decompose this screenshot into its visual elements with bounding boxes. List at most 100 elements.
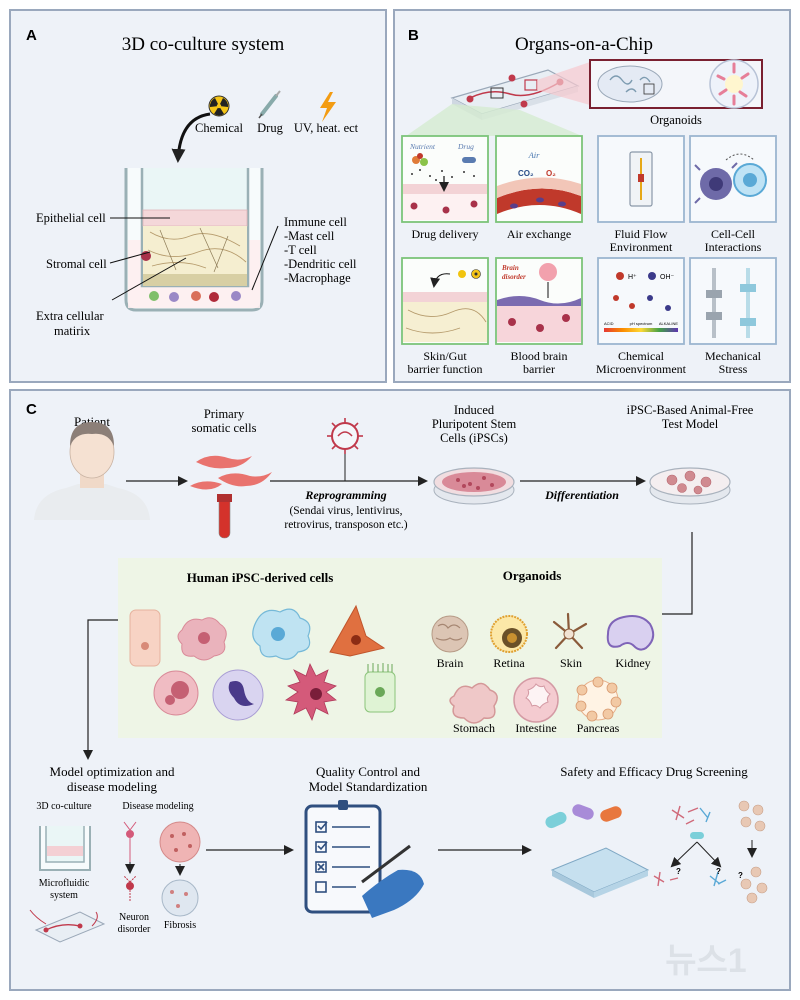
- organoids-label: Organoids: [650, 113, 702, 127]
- well-plate: [550, 847, 650, 898]
- ipsc-label-line1: Induced: [454, 403, 495, 417]
- differentiation-label: Differentiation: [544, 488, 619, 502]
- chemical-ph: pH spectrum: [630, 321, 653, 326]
- panel-b-title: Organs-on-a-Chip: [515, 34, 653, 55]
- label-mast-cell: -Mast cell: [284, 229, 335, 243]
- bbb-caption-line2: barrier: [523, 362, 555, 376]
- connector-test-model: [662, 532, 693, 615]
- checklist-icon: [304, 800, 424, 918]
- ipsc-label-line3: Cells (iPSCs): [440, 431, 508, 445]
- ipsc-label-line2: Pluripotent Stem: [432, 417, 517, 431]
- organoid-retina: Retina: [493, 656, 525, 670]
- model-opt-line1: Model optimization and: [50, 764, 175, 779]
- label-ecm-line2: matirix: [54, 324, 91, 338]
- ph-spectrum-bar: [604, 328, 678, 332]
- neuron-line1: Neuron: [119, 912, 149, 923]
- drug-delivery-drug: Drug: [457, 142, 474, 151]
- watermark-logo: 뉴스1: [665, 942, 746, 980]
- fibrosis-icons: [159, 821, 201, 917]
- drug-delivery-caption: Drug delivery: [412, 227, 479, 241]
- leader-ecm: [111, 257, 187, 301]
- panel-a: A 3D co-culture system Chemical Drug UV,…: [9, 9, 387, 383]
- air-exchange-o2: O₂: [546, 169, 556, 178]
- organoid-skin: Skin: [560, 656, 582, 670]
- fluid-flow-caption-line2: Environment: [610, 240, 673, 254]
- panel-a-title: 3D co-culture system: [122, 34, 285, 55]
- organoid-intestine: Intestine: [515, 721, 556, 735]
- zoom-wedge-organoid: [537, 62, 590, 105]
- skin-gut-caption-line2: barrier function: [408, 362, 483, 376]
- panel-c-letter: C: [26, 401, 37, 418]
- label-epithelial-cell: Epithelial cell: [36, 211, 106, 225]
- blood-tube: [217, 494, 232, 539]
- chemical-oh: OH⁻: [660, 274, 675, 281]
- air-exchange-caption: Air exchange: [507, 227, 571, 241]
- radiation-icon: [208, 95, 230, 117]
- bbb-caption-line1: Blood brain: [511, 349, 568, 363]
- microfluidic-line1: Microfluidic: [39, 878, 90, 889]
- organoids-title: Organoids: [503, 568, 562, 583]
- qc-line2: Model Standardization: [309, 779, 428, 794]
- chemical-alkaline: ALKALINE: [659, 321, 678, 326]
- label-immune-cell: Immune cell: [284, 215, 347, 229]
- primary-label-line2: somatic cells: [192, 421, 257, 435]
- stimulus-uv-heat: UV, heat. ect: [294, 121, 359, 135]
- vectors-line2: retrovirus, transposon etc.): [284, 519, 407, 531]
- zoom-wedge-chip: [406, 104, 582, 136]
- lightning-icon: [320, 92, 336, 122]
- organoid-stomach: Stomach: [453, 721, 495, 735]
- stimulus-arrow: [171, 112, 211, 163]
- chemical-caption-line1: Chemical: [618, 349, 665, 363]
- model-opt-line2: disease modeling: [67, 779, 157, 794]
- panel-a-letter: A: [26, 27, 37, 44]
- svg-text:?: ?: [738, 871, 743, 880]
- bbb-inner-line2: disorder: [502, 273, 526, 281]
- svg-text:?: ?: [716, 867, 721, 876]
- safety-label: Safety and Efficacy Drug Screening: [560, 764, 748, 779]
- microfluidic-line2: system: [50, 890, 78, 901]
- ipsc-derived-cells: [129, 604, 396, 722]
- pill-capsules: [545, 804, 622, 829]
- reprogramming-label: Reprogramming: [304, 488, 386, 502]
- organoid-pancreas: Pancreas: [577, 721, 620, 735]
- cell-cell-caption-line2: Interactions: [705, 240, 762, 254]
- transwell-well: [124, 168, 264, 312]
- svg-text:뉴스1: 뉴스1: [665, 942, 746, 980]
- chemical-h: H⁺: [628, 274, 637, 281]
- bbb-inner-line1: Brain: [501, 264, 519, 272]
- organoid-icons: [431, 612, 655, 724]
- label-stromal-cell: Stromal cell: [46, 257, 107, 271]
- label-dendritic-cell: -Dendritic cell: [284, 257, 357, 271]
- drug-delivery-nutrient: Nutrient: [409, 142, 436, 151]
- primary-label-line1: Primary: [204, 407, 245, 421]
- fibrosis-label: Fibrosis: [164, 920, 196, 931]
- air-exchange-co2: CO₂: [518, 169, 534, 178]
- neuron-line2: disorder: [118, 924, 151, 935]
- connector-to-model-opt: [83, 619, 118, 760]
- disease-modeling-label: Disease modeling: [122, 801, 193, 812]
- qc-line1: Quality Control and: [316, 764, 420, 779]
- mini-transwell: [39, 826, 91, 871]
- chemical-caption-line2: Microenvironment: [596, 362, 687, 376]
- neuron-icons: [123, 821, 137, 902]
- stimulus-chemical: Chemical: [195, 121, 243, 135]
- chemical-acid: ACID: [604, 321, 614, 326]
- label-t-cell: -T cell: [284, 243, 317, 257]
- svg-text:?: ?: [676, 867, 681, 876]
- air-exchange-air: Air: [528, 150, 541, 160]
- label-ecm-line1: Extra cellular: [36, 309, 105, 323]
- mechanical-caption-line1: Mechanical: [705, 349, 762, 363]
- mechanical-box[interactable]: [689, 257, 777, 345]
- organoid-kidney: Kidney: [615, 656, 650, 670]
- panel-b-letter: B: [408, 27, 419, 44]
- test-model-dish: [649, 467, 731, 505]
- panel-b: B Organs-on-a-Chip Organoids Nutrient Dr…: [393, 9, 791, 383]
- mechanical-caption-line2: Stress: [719, 362, 748, 376]
- fibroblast-cells: [190, 455, 272, 490]
- label-macrophage: -Macrophage: [284, 271, 351, 285]
- cells-title: Human iPSC-derived cells: [187, 570, 334, 585]
- organoid-brain: Brain: [437, 656, 464, 670]
- skin-gut-caption-line1: Skin/Gut: [423, 349, 467, 363]
- patient-figure: [34, 422, 150, 520]
